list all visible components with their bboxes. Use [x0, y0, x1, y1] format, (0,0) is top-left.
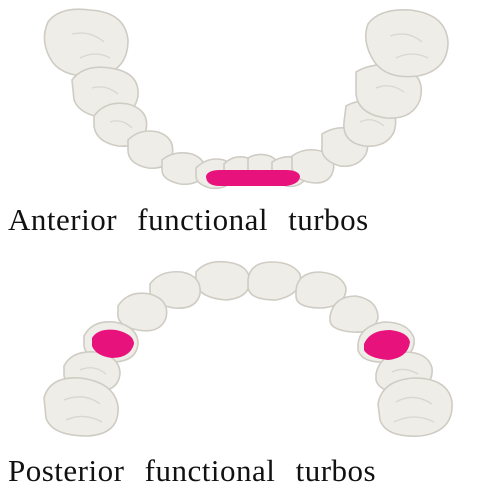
posterior-turbos-diagram: Posterior functional turbos	[0, 240, 496, 491]
upper-arch-front-teeth	[118, 262, 378, 333]
anterior-turbo-marker	[206, 170, 300, 186]
lower-arch-illustration	[0, 0, 496, 200]
tooth-left-molar-1	[44, 9, 128, 76]
tooth-upper-left-molar-1	[44, 378, 118, 436]
posterior-caption: Posterior functional turbos	[8, 453, 496, 489]
tooth-upper-central-right	[248, 262, 301, 300]
upper-arch-illustration	[0, 240, 496, 440]
tooth-right-molar-1	[366, 10, 448, 77]
anterior-turbos-diagram: Anterior functional turbos	[0, 0, 496, 240]
lower-arch-right-teeth	[248, 10, 448, 187]
anterior-caption: Anterior functional turbos	[8, 202, 496, 238]
tooth-upper-central-left	[196, 262, 250, 300]
tooth-upper-right-molar-1	[378, 378, 452, 436]
lower-arch-left-teeth	[44, 9, 256, 188]
